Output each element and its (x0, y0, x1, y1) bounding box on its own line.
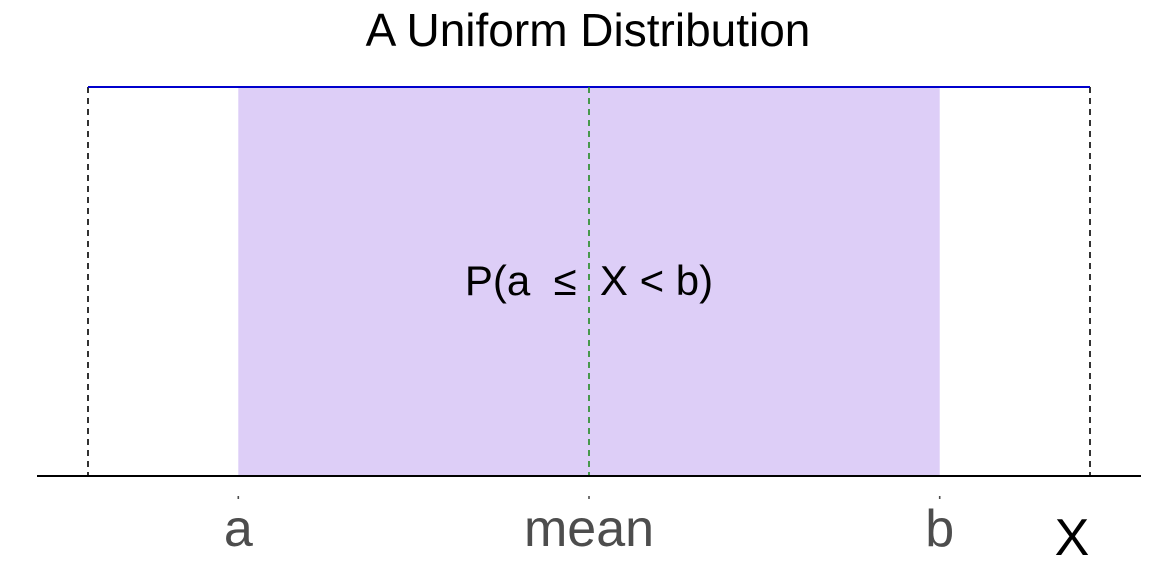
x-tick-label: mean (524, 500, 654, 558)
x-tick-label: b (925, 500, 954, 558)
chart-title: A Uniform Distribution (366, 4, 811, 56)
x-axis-label: X (1055, 509, 1090, 567)
x-axis-ticks: a mean b (224, 496, 954, 558)
x-tick-label: a (224, 500, 253, 558)
probability-annotation: P(a ≤ X < b) (465, 257, 713, 304)
